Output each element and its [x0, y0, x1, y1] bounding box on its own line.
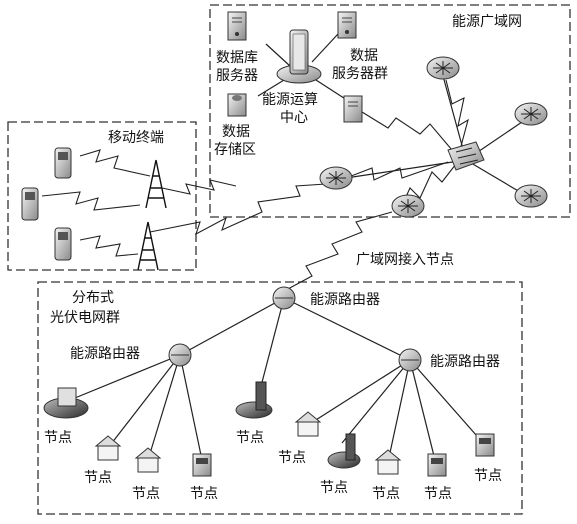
compute-center-icon	[276, 29, 322, 84]
node-label: 节点	[190, 486, 218, 502]
server-group-label-line2: 服务器群	[332, 66, 388, 82]
mobile-region-label: 移动终端	[108, 130, 164, 146]
storage-label-line1: 数据	[222, 124, 250, 140]
router-right-label: 能源路由器	[430, 354, 500, 370]
energy-router-icon	[168, 343, 192, 367]
wan-router-icon	[426, 56, 460, 80]
node-meter-icon	[192, 453, 212, 477]
mobile-phone-icon	[54, 147, 72, 179]
wireless-links	[41, 79, 469, 291]
db-server-label-line1: 数据库	[216, 50, 258, 66]
access-node-label: 广域网接入节点	[356, 251, 454, 268]
node-label: 节点	[132, 486, 160, 502]
wan-router-icon	[514, 184, 548, 208]
cell-tower-icon	[137, 221, 159, 271]
node-plant-icon	[327, 433, 361, 469]
node-label: 节点	[278, 450, 306, 466]
wan-router-icon	[514, 102, 548, 126]
pv-region-label-line2: 光伏电网群	[50, 310, 120, 326]
server-group-icon	[337, 11, 357, 39]
core-switch-icon	[447, 141, 485, 171]
node-label: 节点	[44, 430, 72, 446]
mobile-phone-icon	[54, 227, 72, 261]
mobile-region	[7, 121, 197, 271]
node-label: 节点	[474, 468, 502, 484]
node-house-icon	[374, 449, 402, 475]
node-house-icon	[134, 447, 162, 473]
mobile-phone-icon	[21, 187, 39, 221]
node-label: 节点	[84, 470, 112, 486]
storage-icon	[227, 93, 247, 117]
energy-router-icon	[398, 348, 422, 372]
server-group-label-line1: 数据	[350, 48, 378, 64]
node-label: 节点	[424, 486, 452, 502]
pv-region	[37, 281, 523, 515]
db-server-label-line2: 服务器	[216, 68, 258, 84]
node-label: 节点	[372, 486, 400, 502]
node-label: 节点	[320, 480, 348, 496]
pv-region-label-line1: 分布式	[72, 290, 114, 306]
wan-router-icon	[319, 166, 353, 190]
node-plant-icon	[235, 381, 273, 419]
node-house-icon	[294, 411, 322, 437]
server-icon	[343, 95, 363, 123]
access-router-icon	[391, 194, 425, 218]
node-factory-icon	[43, 387, 89, 419]
compute-center-label-line1: 能源运算	[262, 92, 318, 108]
router-top-label: 能源路由器	[310, 292, 380, 308]
db-server-icon	[227, 11, 247, 41]
cell-tower-icon	[145, 159, 167, 209]
node-label: 节点	[236, 430, 264, 446]
storage-label-line2: 存储区	[214, 142, 256, 158]
compute-center-label-line2: 中心	[280, 110, 308, 126]
energy-router-icon	[272, 286, 296, 310]
wan-region-label: 能源广域网	[452, 14, 522, 30]
router-left-label: 能源路由器	[70, 346, 140, 362]
node-meter-icon	[475, 433, 495, 457]
node-house-icon	[94, 435, 122, 461]
node-meter-icon	[427, 453, 447, 477]
pv-tree-links	[69, 297, 485, 465]
